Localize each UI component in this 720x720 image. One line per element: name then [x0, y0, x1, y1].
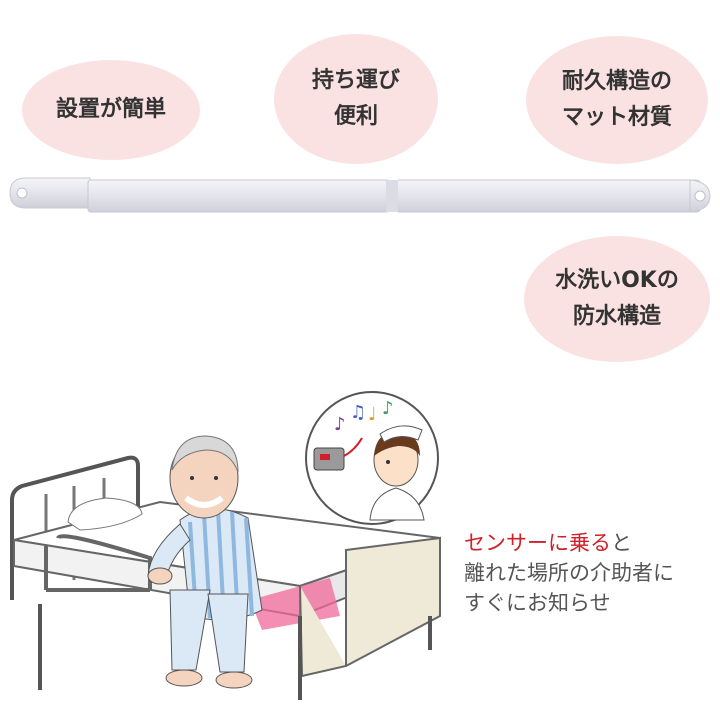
feature-bubble-easy-setup: 設置が簡単 — [22, 60, 200, 160]
feature-bubble-waterproof: 水洗いOKの 防水構造 — [524, 236, 710, 362]
svg-text:♩: ♩ — [368, 404, 377, 425]
svg-text:♪: ♪ — [382, 398, 394, 419]
nurse-call-bubble: ♪ ♫ ♩ ♪ — [305, 391, 439, 525]
feature-text: マット材質 — [561, 105, 672, 130]
svg-text:♪: ♪ — [334, 414, 346, 435]
feature-text: 耐久構造の — [561, 69, 672, 94]
music-notes-icon: ♪ ♫ ♩ ♪ — [334, 398, 394, 435]
feature-text: 持ち運び — [311, 68, 400, 93]
caption-suffix: と — [611, 531, 632, 555]
caption-line-1: センサーに乗ると — [464, 528, 714, 558]
caption-line-3: すぐにお知らせ — [464, 591, 611, 615]
nurse-icon — [369, 425, 425, 521]
feature-text: 便利 — [333, 104, 378, 129]
feature-text: 水洗いOKの — [555, 268, 679, 293]
feature-text: 設置が簡単 — [55, 97, 166, 122]
care-scene-illustration: ♪ ♫ ♩ ♪ — [10, 391, 441, 700]
svg-text:♫: ♫ — [350, 402, 366, 423]
feature-bubble-durable: 耐久構造の マット材質 — [526, 36, 708, 164]
caption-highlight: センサーに乗る — [464, 531, 611, 555]
nurse-call-receiver-icon — [313, 437, 363, 471]
caption: センサーに乗ると 離れた場所の介助者に すぐにお知らせ — [464, 528, 714, 618]
elderly-man-icon — [147, 435, 263, 689]
feature-text: 防水構造 — [572, 304, 661, 329]
sensor-mat-icon — [9, 177, 711, 213]
feature-bubble-portable: 持ち運び 便利 — [274, 34, 438, 164]
caption-line-2: 離れた場所の介助者に — [464, 561, 674, 585]
